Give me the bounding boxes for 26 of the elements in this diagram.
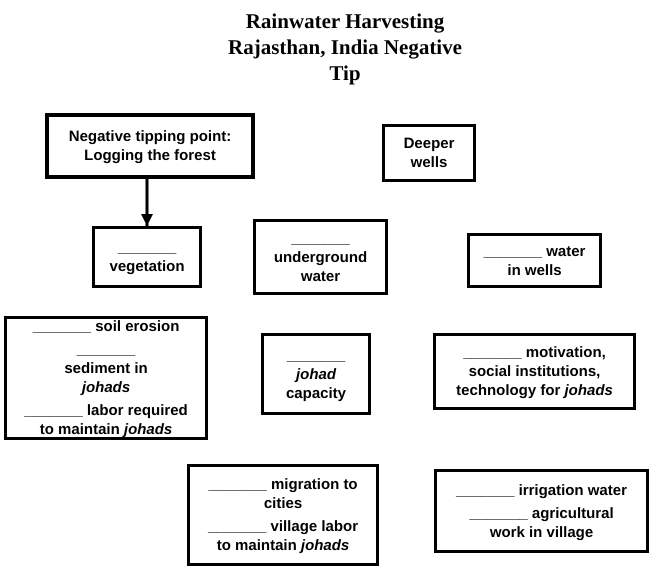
text-box [467, 233, 602, 288]
fill-in-statement: _______ soil erosion [32, 317, 180, 336]
fill-in-statement: _______ labor required to maintain johads [23, 401, 189, 439]
fill-in-statement: Negative tipping point: Logging the forest [68, 127, 232, 165]
text-box [433, 333, 636, 410]
fill-in-statement: _______ migration to cities [208, 475, 358, 513]
arrow [141, 179, 153, 226]
fill-in-statement: _______ vegetation [108, 238, 186, 276]
fill-in-statement: _______ underground water [272, 228, 368, 286]
text-box [253, 219, 388, 295]
fill-in-statement: _______ village labor to maintain johads [206, 517, 360, 555]
fill-in-statement: _______ agricultural work in village [468, 504, 615, 542]
text-box [261, 333, 371, 415]
text-box [92, 226, 202, 288]
fill-in-statement: _______ sediment in johads [63, 340, 149, 397]
diagram-title: Rainwater Harvesting Rajasthan, India Negative Tip [227, 8, 463, 86]
fill-in-statement: _______ motivation, social institutions, technology for johads [455, 343, 614, 400]
text-box [4, 316, 208, 440]
text-box [45, 113, 255, 179]
fill-in-statement: Deeper wells [402, 134, 456, 172]
text-box [382, 124, 476, 182]
text-box [434, 469, 649, 553]
fill-in-statement: _______ irrigation water [456, 480, 627, 500]
text-box [187, 464, 379, 566]
fill-in-statement: _______ water in wells [482, 242, 586, 280]
fill-in-statement: _______ johad capacity [284, 346, 348, 402]
